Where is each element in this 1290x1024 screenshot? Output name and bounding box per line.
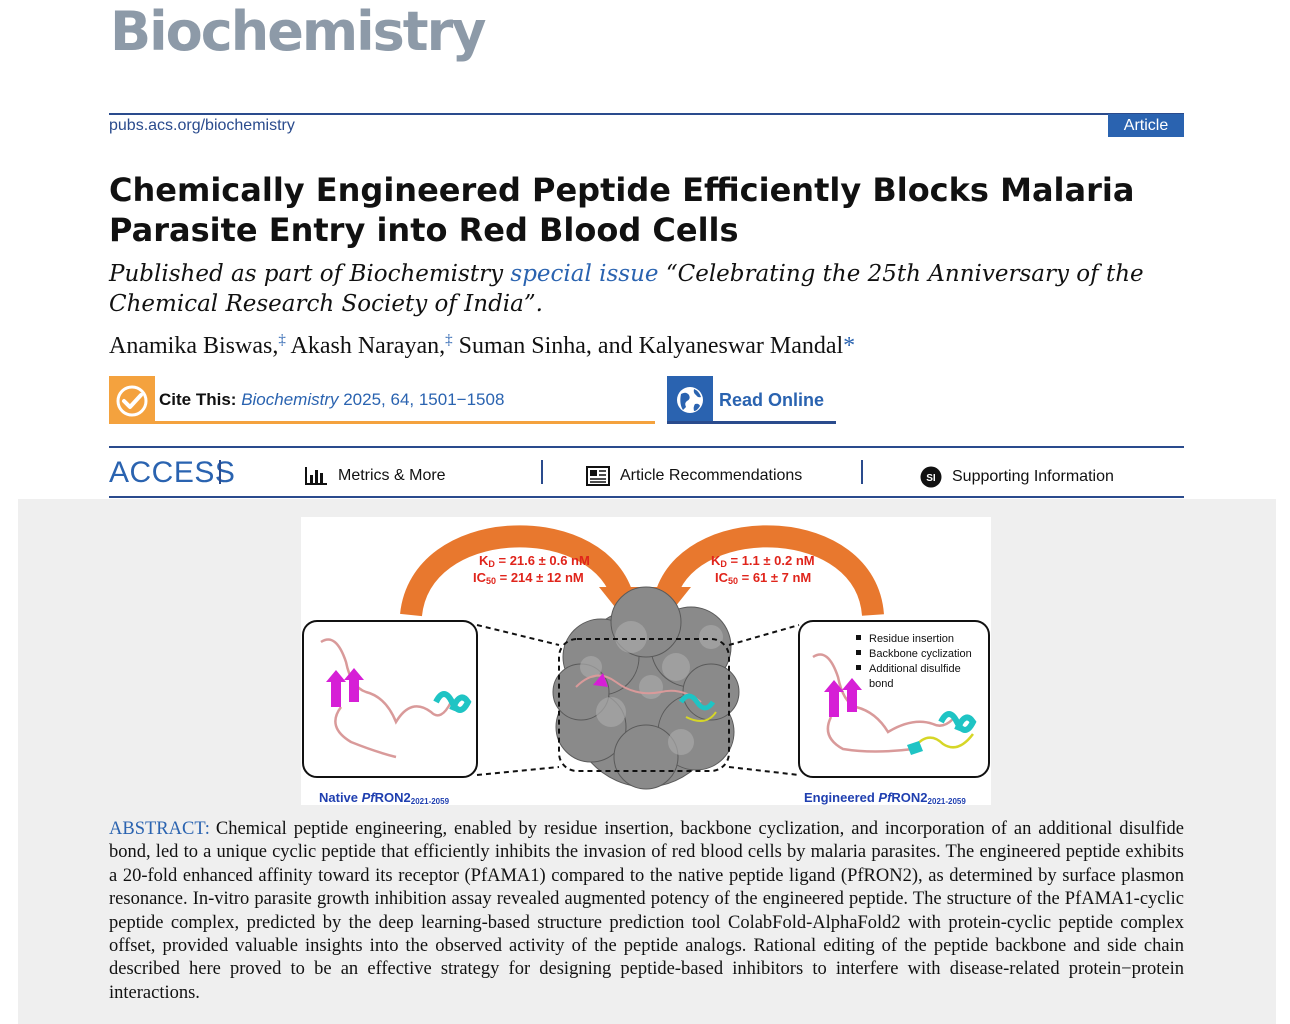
native-helix [433,691,472,713]
native-coil [320,638,453,725]
cite-this-box[interactable]: Cite This: Biochemistry 2025, 64, 1501−1… [109,376,655,424]
engineered-strand [842,678,862,712]
surface-shading [580,621,723,755]
metrics-more-label: Metrics & More [338,467,446,485]
supporting-information-label: Supporting Information [952,468,1114,486]
article-recommendations-link[interactable]: Article Recommendations [586,466,802,486]
article-recommendations-label: Article Recommendations [620,467,803,485]
engineered-helix [938,711,977,733]
toc-figure: KD = 21.6 ± 0.6 nM IC50 = 214 ± 12 nM KD… [302,525,990,806]
corresponding-author-mark[interactable]: * [843,333,856,359]
journal-url-link[interactable]: pubs.acs.org/biochemistry [109,117,295,134]
divider [219,460,221,484]
native-label: Native PfRON22021-2059 [319,790,450,805]
bound-cyclic-link [685,711,717,722]
engineered-strand [824,680,844,717]
divider [541,460,543,484]
left-kd-label: KD = 21.6 ± 0.6 nM [479,553,590,569]
supporting-information-link[interactable]: SI Supporting Information [920,466,1114,488]
zoom-line [728,766,800,776]
special-issue-prefix: Published as part of Biochemistry [109,261,511,287]
engineered-coil-tail [826,716,914,753]
bound-peptide-helix [678,693,716,711]
toc-graphic[interactable]: KD = 21.6 ± 0.6 nM IC50 = 214 ± 12 nM KD… [301,517,991,806]
cite-label: Cite This: [159,390,237,409]
cite-text: Cite This: Biochemistry 2025, 64, 1501−1… [159,390,504,410]
special-issue-suffix: “Celebrating the 25th Anniversary of the… [109,261,1144,317]
journal-logo: Biochemistry [110,0,486,63]
svg-text:SI: SI [926,473,936,484]
bullet-square [856,635,861,640]
author-name[interactable]: Suman Sinha, and Kalyaneswar Mandal [452,333,844,359]
bound-peptide [575,674,702,703]
read-online-label: Read Online [719,390,825,410]
access-label: ACCESS [109,456,236,489]
check-circle-icon [109,376,155,424]
access-top-rule [109,446,1184,448]
right-kd-label: KD = 1.1 ± 0.2 nM [711,553,815,569]
header-rule [109,113,1184,115]
zoom-line [728,624,800,646]
abstract-text: Chemical peptide engineering, enabled by… [109,819,1184,1003]
cite-journal[interactable]: Biochemistry [241,390,339,409]
engineered-label: Engineered PfRON22021-2059 [804,790,966,805]
left-arrow [400,525,632,617]
modification-item: Residue insertion [869,633,954,645]
abstract: ABSTRACT:Chemical peptide engineering, e… [109,818,1184,1005]
bound-peptide-strand [593,673,608,687]
cite-reference[interactable]: 2025, 64, 1501−1508 [338,390,505,409]
zoom-line [476,624,560,646]
access-bar: ACCESS Metrics & More Article Recommenda… [109,446,1184,498]
author-list: Anamika Biswas,‡ Akash Narayan,‡ Suman S… [109,332,855,360]
modification-item: bond [869,678,893,690]
binding-site-box [558,638,730,772]
divider [861,460,863,484]
modification-item: Additional disulfide [869,663,961,675]
author-name[interactable]: Akash Narayan, [285,333,446,359]
modification-item: Backbone cyclization [869,648,972,660]
bullet-square [856,665,861,670]
native-coil-tail [334,706,397,759]
read-online-button[interactable]: Read Online [667,376,836,424]
access-bottom-rule [109,496,1184,498]
right-arrow [656,525,884,617]
zoom-line [476,766,560,776]
cite-underline [109,421,655,424]
article-type-badge: Article [1108,114,1184,137]
author-affiliation-mark[interactable]: ‡ [445,332,453,348]
special-issue-link[interactable]: special issue [510,261,659,287]
native-strand [344,668,364,702]
read-online-underline [667,421,836,424]
abstract-heading: ABSTRACT: [109,819,210,839]
si-badge-icon: SI [920,466,942,488]
engineered-disulfide [912,733,974,750]
author-affiliation-mark[interactable]: ‡ [278,332,286,348]
metrics-more-link[interactable]: Metrics & More [304,466,446,486]
right-ic50-label: IC50 = 61 ± 7 nM [715,570,811,586]
newspaper-icon [586,466,610,486]
bullet-square [856,650,861,655]
journal-header-bar: pubs.acs.org/biochemistry Article [109,113,1184,137]
engineered-small-helix [907,741,923,755]
globe-icon [667,376,713,424]
engineered-coil [812,653,954,734]
author-name[interactable]: Anamika Biswas, [109,333,279,359]
left-ic50-label: IC50 = 214 ± 12 nM [473,570,584,586]
engineered-peptide-box [798,620,990,778]
special-issue-note: Published as part of Biochemistry specia… [109,259,1184,319]
native-strand [326,670,346,707]
article-title: Chemically Engineered Peptide Efficientl… [109,171,1135,249]
bar-chart-icon [305,467,327,485]
